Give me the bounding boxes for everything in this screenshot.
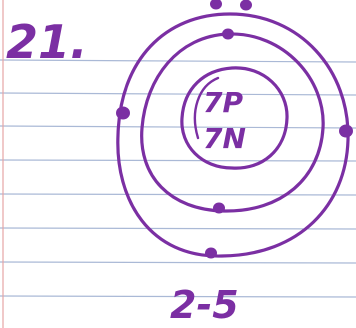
nucleus-protons-label: 7P <box>203 86 243 119</box>
electron <box>222 28 234 40</box>
rule-line <box>0 92 356 96</box>
electron <box>339 124 353 138</box>
electron <box>210 0 222 10</box>
outer-shell-orbit <box>116 12 350 258</box>
problem-number: 21. <box>6 15 88 69</box>
rule-line <box>0 193 356 196</box>
electron-configuration: 2-5 <box>170 283 239 327</box>
ruled-lines <box>0 59 356 298</box>
rule-line <box>0 227 356 230</box>
outer-shell-electrons <box>116 0 353 259</box>
electron <box>240 0 252 11</box>
inner-shell-electrons <box>213 28 234 214</box>
rule-line <box>0 125 356 129</box>
rule-line <box>0 261 356 264</box>
nucleus-inner-stroke <box>193 76 220 140</box>
electron <box>116 106 130 120</box>
electron <box>213 202 225 214</box>
rule-line <box>0 295 356 298</box>
rule-line <box>0 159 356 162</box>
nucleus-circle <box>180 66 289 170</box>
electron <box>205 247 217 259</box>
nucleus-neutrons-label: 7N <box>203 122 246 155</box>
